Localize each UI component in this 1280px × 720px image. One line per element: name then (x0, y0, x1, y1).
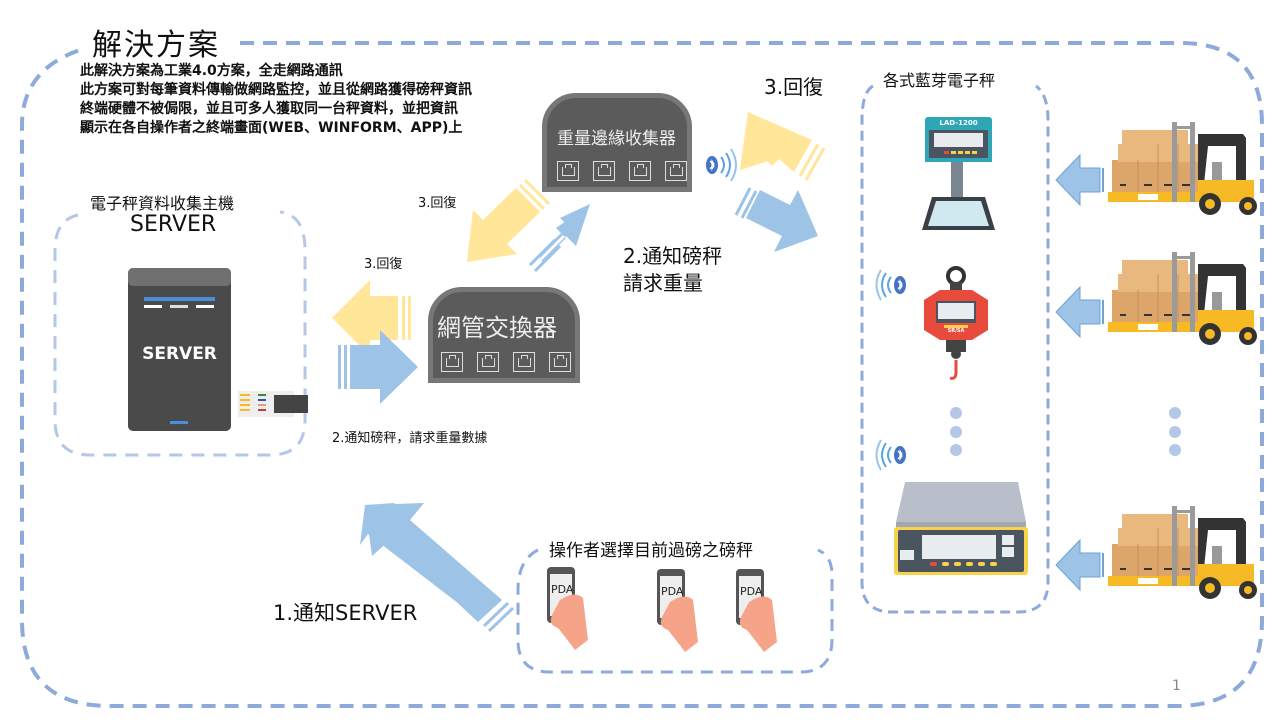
request-arrow-to-scales (734, 187, 818, 252)
ethernet-port-icon (513, 352, 535, 372)
ethernet-cable-icon (238, 391, 308, 417)
forklift-icon (1107, 121, 1258, 216)
crane-scale-icon (924, 266, 988, 380)
pda-hand-icon (736, 569, 777, 652)
slide-title: 解決方案 (92, 28, 220, 63)
reply-arrow-to-collector (740, 112, 826, 181)
server-group-outline (53, 210, 307, 457)
page-number: 1 (1172, 678, 1181, 694)
pda-label: PDA (661, 585, 684, 598)
server-device-label: SERVER (142, 344, 217, 364)
ethernet-port-icon (441, 352, 463, 372)
step2-collector-label-line2: 請求重量 (623, 271, 703, 295)
more-forklifts-dots (1169, 407, 1181, 456)
intro-line: 此解決方案為工業4.0方案，全走網路通訊 (80, 63, 343, 79)
intro-line: 此方案可對每筆資料傳輸做網路監控，並且從網路獲得磅秤資訊 (80, 82, 472, 98)
bluetooth-icon (705, 148, 737, 182)
bench-scale-icon (894, 482, 1028, 575)
step1-label: 1.通知SERVER (273, 601, 418, 625)
pda-label: PDA (551, 583, 574, 596)
server-group-caption: 電子秤資料收集主機 (86, 190, 239, 214)
ethernet-port-icon (557, 161, 579, 181)
request-arrow-to-switch (338, 330, 418, 404)
ethernet-port-icon (477, 352, 499, 372)
forklift-icon (1107, 505, 1258, 600)
ethernet-port-icon (549, 352, 571, 372)
scales-group-caption: 各式藍芽電子秤 (880, 67, 999, 91)
switch-label: 網管交換器 (437, 314, 557, 342)
weight-edge-collector: 重量邊緣收集器 (542, 93, 692, 192)
network-switch: 網管交換器 (428, 287, 580, 383)
platform-scale-icon (922, 117, 995, 230)
intro-line: 終端硬體不被侷限，並且可多人獲取同一台秤資料，並把資訊 (80, 101, 458, 117)
scale-model-label: LAD-1200 (939, 119, 978, 127)
server-group-title: SERVER (130, 212, 217, 237)
ethernet-port-icon (665, 161, 687, 181)
scale-model-label: SR/SA (947, 328, 965, 334)
solution-outline (20, 41, 1264, 708)
intro-text: 此解決方案為工業4.0方案，全走網路通訊 此方案可對每筆資料傳輸做網路監控，並且… (80, 62, 472, 138)
reply-arrow-to-server (332, 280, 411, 356)
intro-line: 顯示在各自操作者之終端畫面(WEB、WINFORM、APP)上 (80, 120, 463, 136)
forklift-arrow-1 (1055, 153, 1104, 207)
pda-label: PDA (740, 585, 763, 598)
collector-label: 重量邊緣收集器 (557, 129, 676, 149)
bluetooth-icon (875, 439, 907, 471)
operators-group-caption: 操作者選擇目前過磅之磅秤 (545, 536, 757, 561)
step2-collector-label-line1: 2.通知磅秤 (623, 244, 723, 268)
operators-group-outline (516, 548, 834, 674)
forklift-arrow-2 (1055, 285, 1104, 339)
forklift-icon (1107, 251, 1258, 346)
forklift-arrow-3 (1055, 538, 1104, 592)
step3-switch-label: 3.回復 (418, 196, 457, 211)
scales-group-outline (860, 84, 1050, 614)
step2-server-label: 2.通知磅秤，請求重量數據 (332, 431, 488, 446)
reply-arrow-to-switch (467, 178, 551, 262)
more-scales-dots (950, 407, 962, 456)
step3-server-label: 3.回復 (364, 257, 403, 272)
step3-collector-label: 3.回復 (764, 75, 824, 99)
ethernet-port-icon (593, 161, 615, 181)
request-arrow-to-server (360, 503, 515, 633)
bluetooth-icon (875, 269, 907, 301)
request-arrow-to-collector (528, 204, 590, 273)
pda-hand-icon (657, 569, 698, 652)
pda-hand-icon (547, 567, 588, 650)
ethernet-port-icon (629, 161, 651, 181)
server-tower-icon (128, 268, 231, 431)
